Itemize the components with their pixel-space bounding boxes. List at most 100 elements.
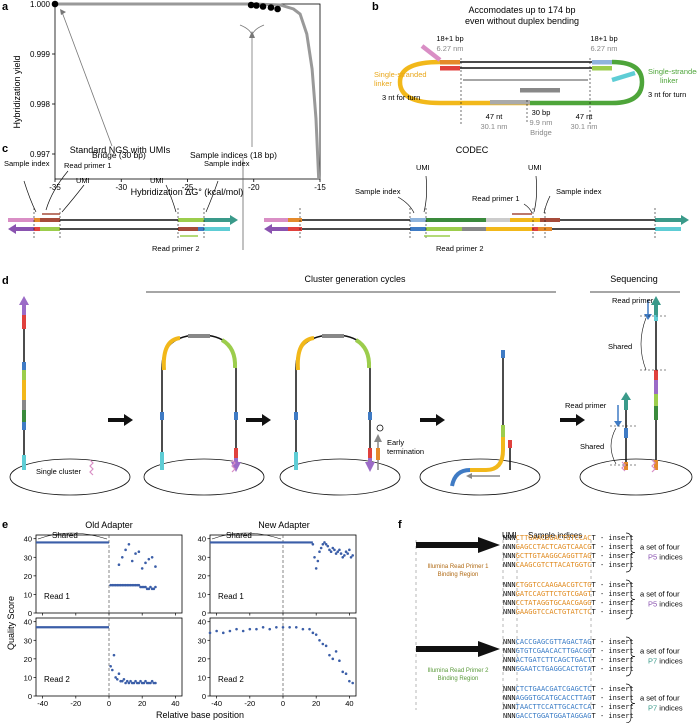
- y-tick-label: 30: [198, 636, 206, 645]
- panel-d: d Cluster generation cycles Sequencing S…: [2, 274, 693, 496]
- quality-point: [336, 550, 340, 554]
- quality-point: [120, 555, 124, 559]
- quality-point: [139, 679, 142, 683]
- std-read-primer-2: Read primer 2: [152, 244, 200, 253]
- quality-point: [288, 625, 291, 629]
- quality-point: [134, 552, 137, 555]
- early-termination-2: termination: [387, 447, 424, 456]
- quality-point: [120, 679, 124, 683]
- quality-point: [150, 679, 154, 683]
- quality-point: [147, 587, 151, 591]
- index-type-label: P5 indices: [648, 553, 683, 562]
- quality-point: [301, 627, 305, 631]
- index-sequence-row: NNNCACCGAGCGTTAGACTAGT - insert: [503, 638, 634, 646]
- quality-point: [331, 546, 335, 550]
- panel-label-f: f: [398, 519, 402, 531]
- standard-ngs-construct: [8, 170, 238, 238]
- x-tick-label: -40: [211, 699, 222, 708]
- x-tick-label: 0: [107, 699, 111, 708]
- bridge-top: [520, 88, 560, 93]
- bridge-annotation: Bridge (30 bp): [92, 150, 146, 160]
- quality-point: [348, 679, 351, 683]
- stage-3: [279, 334, 401, 496]
- y-tick-label: 0: [28, 609, 32, 618]
- right-bp-label: 18+1 bp: [590, 34, 617, 43]
- quality-point: [311, 631, 315, 635]
- quality-point: [329, 550, 333, 554]
- quality-point: [333, 548, 336, 552]
- quality-point: [241, 629, 245, 633]
- y-tick-label: 30: [24, 553, 32, 562]
- panel-b-title-1: Accomodates up to 174 bp: [468, 5, 575, 15]
- quality-point: [248, 627, 252, 631]
- index-type-label: P7 indices: [648, 704, 683, 713]
- quality-point: [127, 681, 131, 685]
- quality-point: [339, 552, 343, 555]
- bridge-arrowhead: [60, 9, 66, 15]
- shared-label: Shared: [52, 531, 78, 540]
- quality-point: [313, 555, 316, 559]
- left-index-top: [440, 60, 460, 65]
- old-adapter-title: Old Adapter: [85, 520, 133, 530]
- quality-point: [228, 629, 232, 633]
- quality-point: [275, 625, 278, 629]
- quality-point: [115, 677, 119, 681]
- arrow-2-head: [262, 414, 271, 426]
- codec-read-primer-1: Read primer 1: [472, 194, 520, 203]
- y-tick-label: 10: [198, 590, 206, 599]
- primer2-arrowhead: [478, 641, 500, 657]
- quality-point: [134, 679, 137, 683]
- y-tick-label: 10: [24, 590, 32, 599]
- index-group: NNNCTCTGAACGATCGAGCTCT - insertNNNAGGGTG…: [503, 683, 683, 723]
- panel-label-a: a: [2, 1, 9, 13]
- quality-point: [316, 559, 320, 563]
- quality-point: [261, 625, 265, 629]
- right-nm-label: 6.27 nm: [590, 44, 617, 53]
- index-type-label: P7 indices: [648, 657, 683, 666]
- codec-sample-index-left: Sample index: [355, 187, 401, 196]
- stage-5: [579, 296, 693, 496]
- y-tick-label: 1.000: [30, 0, 51, 9]
- shared-top: Shared: [608, 342, 632, 351]
- data-points: [51, 0, 281, 13]
- yield-point: [267, 4, 275, 11]
- quality-point: [142, 681, 146, 685]
- quality-point: [311, 542, 315, 546]
- quality-point: [129, 679, 132, 683]
- quality-point: [331, 657, 335, 661]
- quality-point: [144, 585, 147, 589]
- e-y-axis-label: Quality Score: [6, 596, 16, 650]
- quality-point: [221, 631, 225, 635]
- primer1-label-2: Binding Region: [438, 572, 479, 578]
- quality-point: [294, 625, 298, 629]
- quality-point: [144, 679, 147, 683]
- set-of-four-label: a set of four: [640, 543, 680, 552]
- read-primer-bottom: Read primer: [565, 401, 607, 410]
- set-of-four-label: a set of four: [640, 694, 680, 703]
- quality-point: [124, 548, 127, 552]
- right-linker-label-1: Single-stranded: [648, 67, 697, 76]
- quality-point: [346, 552, 350, 555]
- x-tick-label: 20: [312, 699, 320, 708]
- nm-left: 30.1 nm: [480, 122, 507, 131]
- panel-f: f UMI Sample indices Illumina Read Prime…: [398, 519, 683, 723]
- x-tick-label: -15: [314, 183, 326, 192]
- shared-brace: [37, 532, 108, 540]
- set-brace: [625, 579, 636, 620]
- y-tick-label: 40: [24, 535, 32, 544]
- panel-label-d: d: [2, 275, 9, 287]
- panel-c: c Standard NGS with UMIs CODEC: [2, 143, 689, 253]
- index-sequence-row: NNNTAACTTCCATTGCACTCAT - insert: [503, 703, 634, 711]
- quality-point: [344, 550, 348, 554]
- index-type-label: P5 indices: [648, 600, 683, 609]
- panel-label-b: b: [372, 1, 379, 13]
- quality-point: [341, 670, 345, 674]
- shared-label: Shared: [226, 531, 252, 540]
- read-label: Read 2: [44, 675, 70, 684]
- index-sequence-row: NNNGAGCCTACTCAGTCAACGT - insert: [503, 543, 634, 551]
- quality-point: [348, 548, 351, 552]
- primer2-label-1: Illumina Read Primer 2: [427, 668, 489, 674]
